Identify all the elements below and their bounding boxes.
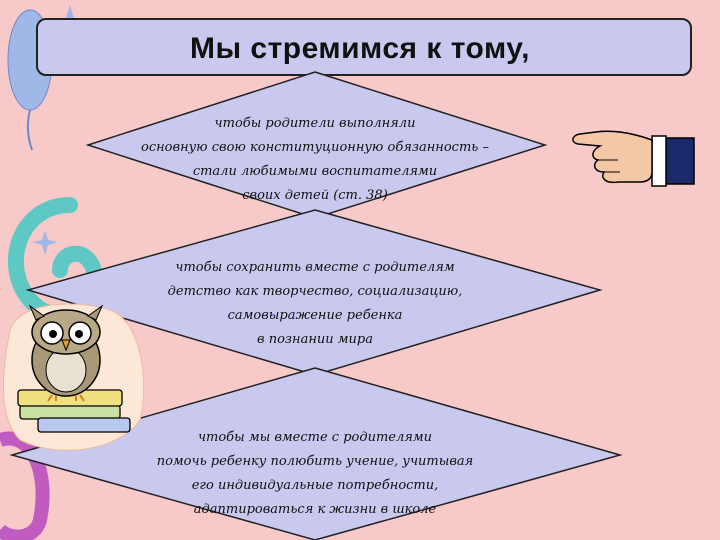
diamond-text-3: чтобы мы вместе с родителями помочь ребе…: [110, 426, 520, 522]
diamond-1-line: чтобы родители выполняли: [214, 116, 416, 131]
title-banner: [36, 18, 692, 76]
diamond-text-1: чтобы родители выполняли основную свою к…: [120, 112, 510, 208]
diamond-2-line: самовыражение ребенка: [227, 308, 403, 323]
diamond-1-line: стали любимыми воспитателями: [192, 164, 438, 179]
diamond-1-line: основную свою конституционную обязанност…: [141, 140, 489, 155]
diamond-text-2: чтобы сохранить вместе с родителям детст…: [120, 256, 510, 352]
diamond-3-line: чтобы мы вместе с родителями: [197, 430, 433, 445]
diamond-3-line: помочь ребенку полюбить учение, учитывая: [156, 454, 474, 469]
diamond-2-line: в познании мира: [257, 332, 373, 347]
diamond-3-line: его индивидуальные потребности,: [191, 478, 439, 493]
diamond-3-line: адаптироваться к жизни в школе: [193, 502, 437, 517]
diamond-1-line: своих детей (ст. 38): [242, 188, 388, 203]
diamond-2-line: чтобы сохранить вместе с родителям: [175, 260, 455, 275]
purple-swirl-icon: [0, 431, 50, 540]
diamond-2-line: детство как творчество, социализацию,: [167, 284, 463, 299]
slide-title: Мы стремимся к тому,: [189, 32, 531, 65]
